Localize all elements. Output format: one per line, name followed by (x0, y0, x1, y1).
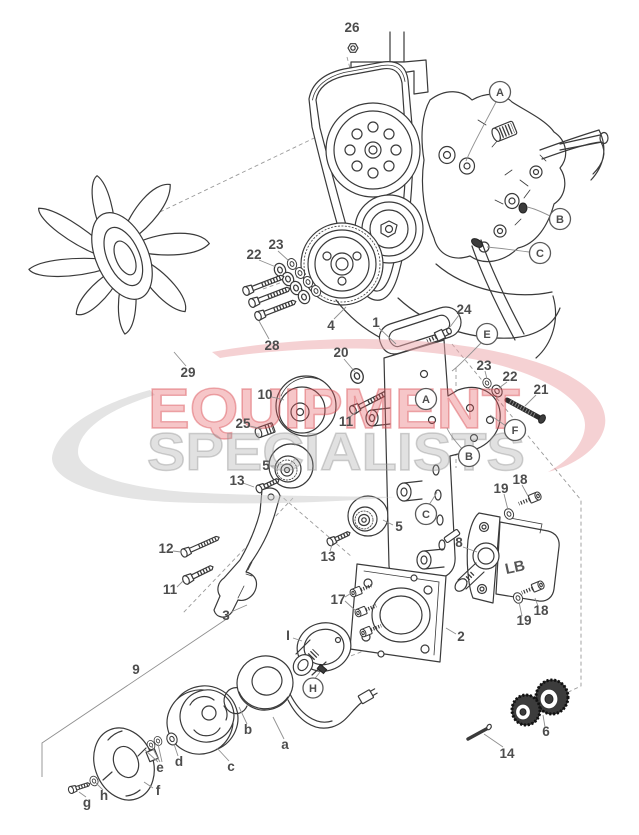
callout-I: I (286, 628, 290, 643)
bolt-11b (181, 563, 215, 586)
callout-22a: 22 (246, 247, 261, 262)
clutch-coil-a (236, 655, 378, 729)
clutch-pulley-c (166, 685, 239, 755)
adapter-plate-2 (347, 563, 447, 663)
callout-20: 20 (333, 345, 348, 360)
ref-circle-C2: C (414, 502, 438, 526)
svg-text:A: A (422, 394, 430, 406)
callout-c: c (227, 759, 235, 774)
crank-pulley-4 (300, 222, 384, 306)
lower-pulley (354, 194, 424, 264)
engine-front-assembly (300, 31, 609, 359)
callout-24: 24 (456, 302, 472, 317)
ref-circle-A2: A (414, 387, 438, 411)
callout-d: d (175, 754, 183, 769)
callout-1: 1 (372, 315, 380, 330)
ref-circle-B1: B (548, 207, 572, 231)
callout-18b: 18 (533, 603, 549, 618)
callout-12: 12 (158, 541, 173, 556)
svg-text:F: F (512, 425, 519, 437)
pulley-5b (347, 495, 389, 537)
callout-13a: 13 (229, 473, 245, 488)
callout-17: 17 (330, 592, 345, 607)
callout-f: f (156, 783, 161, 798)
ref-circle-H: H (302, 677, 324, 699)
callout-2: 2 (457, 629, 465, 644)
cooling-fan (28, 175, 210, 335)
fitting-24 (426, 327, 452, 343)
callout-22b: 22 (502, 369, 517, 384)
watermark-swoosh-red (212, 338, 606, 472)
callout-21: 21 (533, 382, 549, 397)
callout-5b: 5 (395, 519, 403, 534)
callout-29: 29 (180, 365, 195, 380)
pump-marking: LB (504, 557, 527, 578)
pulley-10 (275, 375, 337, 437)
callout-b: b (244, 722, 252, 737)
callout-14: 14 (499, 746, 515, 761)
callout-23b: 23 (476, 358, 492, 373)
hydraulic-pump-8: LB (443, 489, 560, 606)
pulley-5a (268, 443, 314, 489)
watermark: EQUIPMENT SPECIALISTS (52, 338, 606, 504)
leader-lines (78, 101, 551, 798)
callout-19b: 19 (516, 613, 531, 628)
callout-25: 25 (235, 416, 251, 431)
ref-circle-A1: A (488, 80, 512, 104)
clutch-key-H (316, 663, 328, 675)
callout-a: a (281, 737, 289, 752)
callout-8: 8 (455, 535, 463, 550)
ref-circle-F: F (503, 418, 527, 442)
callout-10: 10 (257, 387, 272, 402)
front-plate-f (93, 727, 159, 801)
callout-19a: 19 (493, 481, 508, 496)
svg-text:C: C (422, 509, 430, 521)
water-pump-housing (335, 91, 609, 359)
pin-14 (466, 723, 492, 741)
bolt-13b (324, 527, 354, 549)
callout-e: e (156, 760, 164, 775)
callout-5a: 5 (262, 458, 270, 473)
callout-4: 4 (327, 318, 335, 333)
svg-text:E: E (483, 329, 490, 341)
svg-text:B: B (465, 451, 473, 463)
watermark-line1: EQUIPMENT (148, 377, 520, 441)
ref-circle-E: E (475, 322, 499, 346)
numeric-callouts: 26 22 23 4 28 1 24 20 29 10 25 11 23 22 … (132, 20, 550, 761)
callout-18a: 18 (512, 472, 528, 487)
bolt-12 (177, 531, 223, 560)
callout-26: 26 (344, 20, 360, 35)
svg-text:A: A (496, 87, 504, 99)
main-bracket-1 (365, 306, 546, 583)
clutch-assembly-9 (65, 622, 378, 801)
bolt-21 (504, 397, 546, 424)
ref-circle-C1: C (528, 241, 552, 265)
callout-h: h (100, 788, 108, 803)
svg-text:B: B (556, 214, 564, 226)
bolt-18a (515, 489, 545, 510)
bracket-arm-3 (177, 487, 281, 618)
clutch-hub-I (292, 622, 352, 676)
callout-11a: 11 (339, 414, 354, 429)
callout-9: 9 (132, 662, 140, 677)
spacer-25 (254, 422, 276, 439)
svg-text:C: C (536, 248, 544, 260)
plug-fitting (491, 120, 518, 142)
nut-26 (347, 43, 359, 53)
callout-28: 28 (264, 338, 280, 353)
ref-circle-B2: B (457, 444, 481, 468)
coupler-6 (466, 678, 570, 741)
callout-g: g (83, 795, 91, 810)
svg-text:H: H (309, 683, 317, 695)
callout-11b: 11 (163, 582, 178, 597)
callout-13b: 13 (320, 549, 336, 564)
water-pump-pulley (325, 102, 421, 198)
callout-23a: 23 (268, 237, 284, 252)
letter-callouts: A B C A B C E F (83, 80, 572, 810)
idler-group (253, 366, 394, 549)
callout-6: 6 (542, 724, 550, 739)
callout-3: 3 (222, 608, 230, 623)
